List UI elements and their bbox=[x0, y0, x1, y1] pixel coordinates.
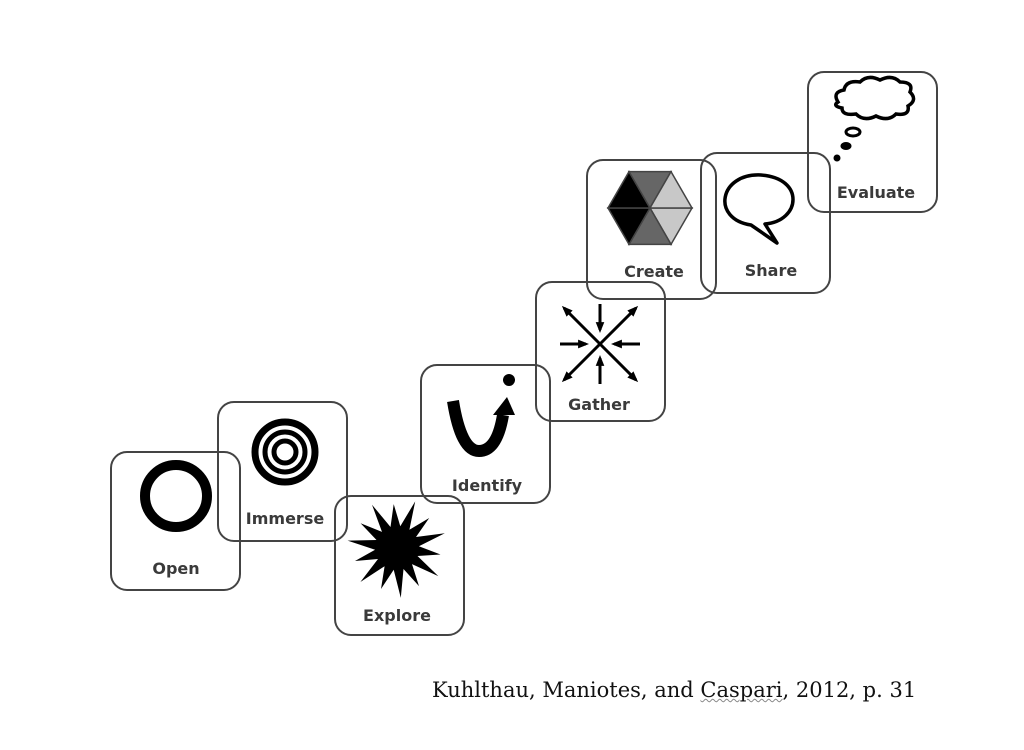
arrow-head bbox=[561, 305, 573, 317]
u-turn-arrow-icon bbox=[447, 374, 515, 458]
stage-identify: Identify bbox=[420, 364, 551, 504]
stage-label: Create bbox=[624, 262, 684, 281]
arrow-head bbox=[627, 371, 639, 383]
stage-box bbox=[700, 152, 831, 294]
stage-label: Gather bbox=[568, 395, 630, 414]
stage-share: Share bbox=[700, 152, 831, 294]
stage-label: Explore bbox=[363, 606, 431, 625]
stage-box bbox=[807, 71, 938, 213]
stage-box bbox=[110, 451, 241, 591]
stage-open: Open bbox=[110, 451, 241, 591]
hexagon-icon bbox=[606, 170, 694, 246]
arrow-line bbox=[562, 342, 602, 382]
hexagon-segment bbox=[648, 170, 694, 209]
speech-bubble-icon bbox=[723, 173, 795, 245]
stage-box bbox=[217, 401, 348, 542]
stage-label: Immerse bbox=[246, 509, 325, 528]
stage-evaluate: Evaluate bbox=[807, 71, 938, 213]
stage-label: Evaluate bbox=[837, 183, 915, 202]
stage-box bbox=[334, 495, 465, 636]
concentric-circles-icon bbox=[251, 418, 319, 486]
stage-immerse: Immerse bbox=[217, 401, 348, 542]
arrow-head bbox=[611, 339, 622, 349]
stage-box bbox=[535, 281, 666, 422]
stage-label: Share bbox=[745, 261, 798, 280]
stage-box bbox=[586, 159, 717, 300]
citation-flagged-word: Caspari bbox=[700, 678, 783, 702]
arrow-line bbox=[562, 306, 602, 346]
arrows-converge-icon bbox=[560, 304, 640, 384]
citation-text-end: , 2012, p. 31 bbox=[782, 678, 917, 702]
stage-gather: Gather bbox=[535, 281, 666, 422]
starburst-icon bbox=[347, 501, 445, 598]
stage-label: Identify bbox=[452, 476, 523, 495]
arrow-head bbox=[627, 305, 639, 317]
stage-explore: Explore bbox=[334, 495, 465, 636]
arrow-line bbox=[598, 306, 638, 346]
stage-box bbox=[420, 364, 551, 504]
stage-label: Open bbox=[152, 559, 199, 578]
arrow-head bbox=[578, 339, 589, 349]
citation: Kuhlthau, Maniotes, and Caspari, 2012, p… bbox=[432, 678, 916, 702]
arrow-line bbox=[598, 342, 638, 382]
arrow-head bbox=[595, 322, 605, 333]
thought-cloud-icon bbox=[833, 75, 916, 162]
citation-text: Kuhlthau, Maniotes, and bbox=[432, 678, 701, 702]
stage-create: Create bbox=[586, 159, 717, 300]
ring-icon bbox=[140, 460, 212, 532]
arrow-head bbox=[595, 355, 605, 366]
arrow-head bbox=[561, 371, 573, 383]
